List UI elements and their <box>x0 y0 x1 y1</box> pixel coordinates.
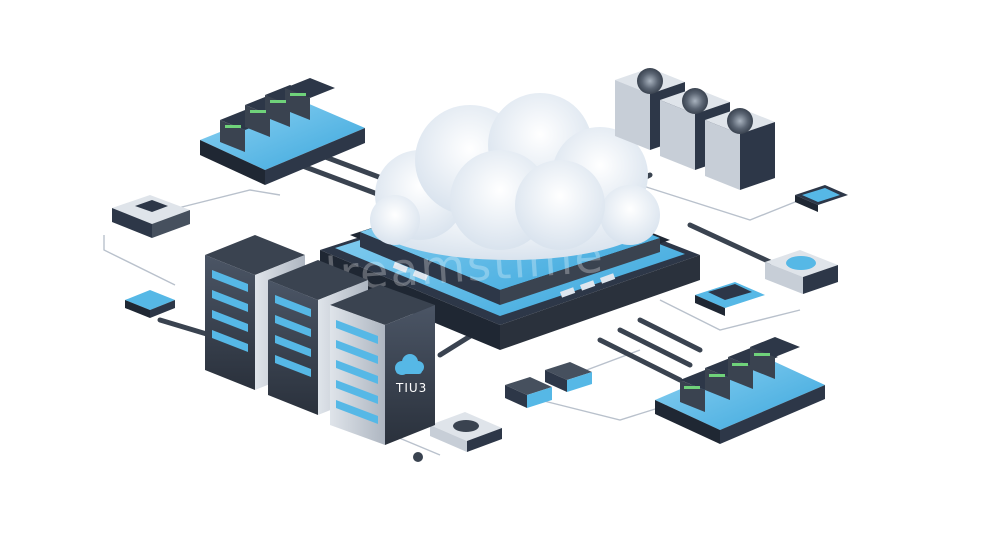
fan-icon <box>727 108 753 134</box>
fan-icon <box>637 68 663 94</box>
small-modules-bottom <box>505 362 592 408</box>
tablet-device-right <box>795 185 848 212</box>
cloud-icon <box>395 354 424 375</box>
led-indicator-icon <box>225 93 306 128</box>
fan-icon <box>682 88 708 114</box>
router-left <box>125 290 175 318</box>
fan-pad-bottom <box>413 412 502 462</box>
switch-tray-bottom-right <box>655 337 825 444</box>
fan-box-right <box>765 250 838 294</box>
ethernet-port-icon <box>392 262 616 298</box>
network-device-left <box>112 195 190 238</box>
fan-icon <box>786 256 816 270</box>
switch-tray-top-left <box>200 78 365 185</box>
led-indicator-icon <box>684 353 770 389</box>
server-rack-3: TIU3 <box>330 285 435 445</box>
rack-label: TIU3 <box>395 381 427 395</box>
patch-panel-right <box>695 282 765 316</box>
fan-icon <box>453 420 479 432</box>
cooling-units <box>615 68 775 190</box>
cloud-icon <box>370 93 660 260</box>
